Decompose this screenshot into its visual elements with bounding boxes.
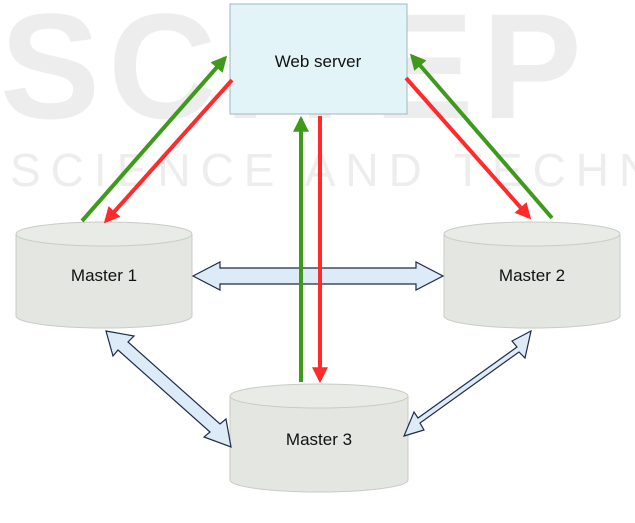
web-server-label: Web server: [275, 52, 362, 71]
request-arrow-master2-to-server: [409, 53, 554, 220]
sync-arrow-master2-master3: [402, 329, 532, 437]
sync-arrow-master1-master3: [105, 330, 232, 448]
response-arrow-server-to-master1: [103, 78, 234, 224]
request-arrow-master1-to-server: [80, 55, 228, 223]
response-arrow-server-to-master2: [404, 76, 532, 220]
master-2-label: Master 2: [499, 266, 565, 285]
database-master-3: Master 3: [229, 383, 409, 493]
master-1-label: Master 1: [71, 266, 137, 285]
database-master-2: Master 2: [443, 221, 621, 329]
watermark-subtext: SCIENCE AND TECHN: [10, 144, 635, 196]
request-arrows: [80, 53, 554, 382]
web-server-node: Web server: [229, 3, 408, 115]
master-3-label: Master 3: [286, 430, 352, 449]
response-arrows: [103, 76, 532, 384]
database-master-1: Master 1: [15, 221, 193, 329]
